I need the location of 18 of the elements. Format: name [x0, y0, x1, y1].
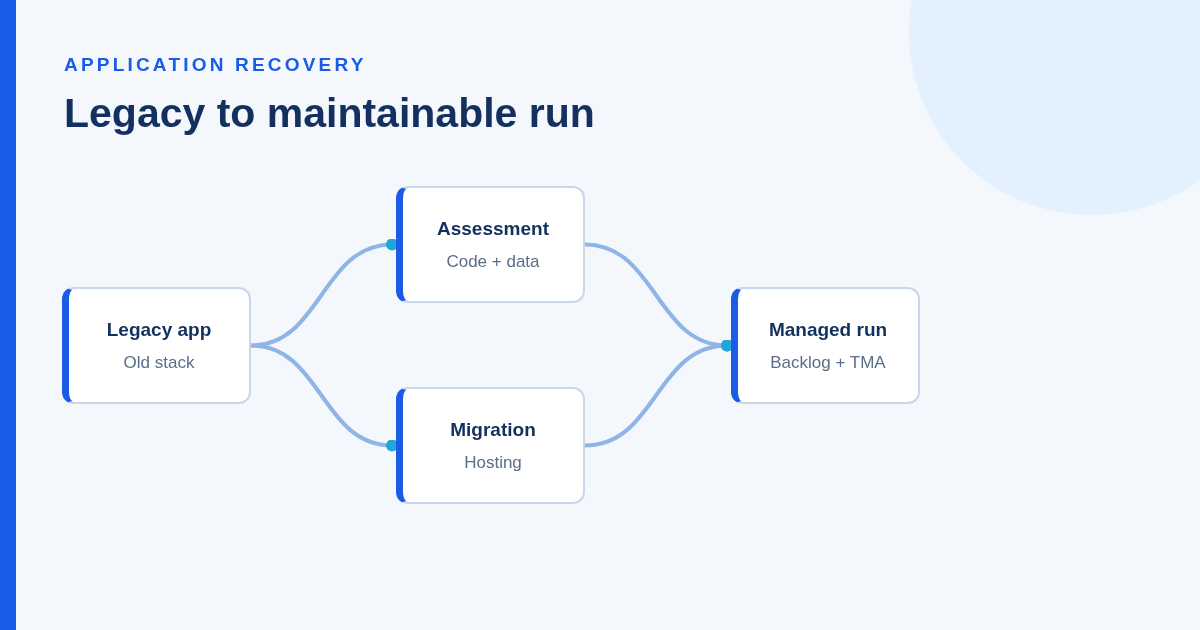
connector: [250, 238, 398, 348]
side-bar: [0, 0, 16, 630]
step-subtitle: Hosting: [464, 452, 522, 473]
process-card: [396, 387, 585, 504]
kicker-text: APPLICATION RECOVERY: [64, 54, 367, 76]
process-card: [731, 287, 920, 404]
step-subtitle: Old stack: [123, 352, 195, 373]
connector: [250, 343, 398, 452]
step-title: Migration: [450, 418, 536, 441]
step-subtitle: Code + data: [446, 251, 540, 272]
process-card: [62, 287, 251, 404]
step-subtitle: Backlog + TMA: [770, 352, 886, 373]
connector: [584, 339, 733, 448]
step-title: Assessment: [437, 217, 549, 240]
step-title: Legacy app: [106, 318, 212, 341]
process-card: [396, 186, 585, 303]
title: Legacy to maintainable run: [64, 90, 595, 137]
step-title: Managed run: [768, 318, 888, 341]
